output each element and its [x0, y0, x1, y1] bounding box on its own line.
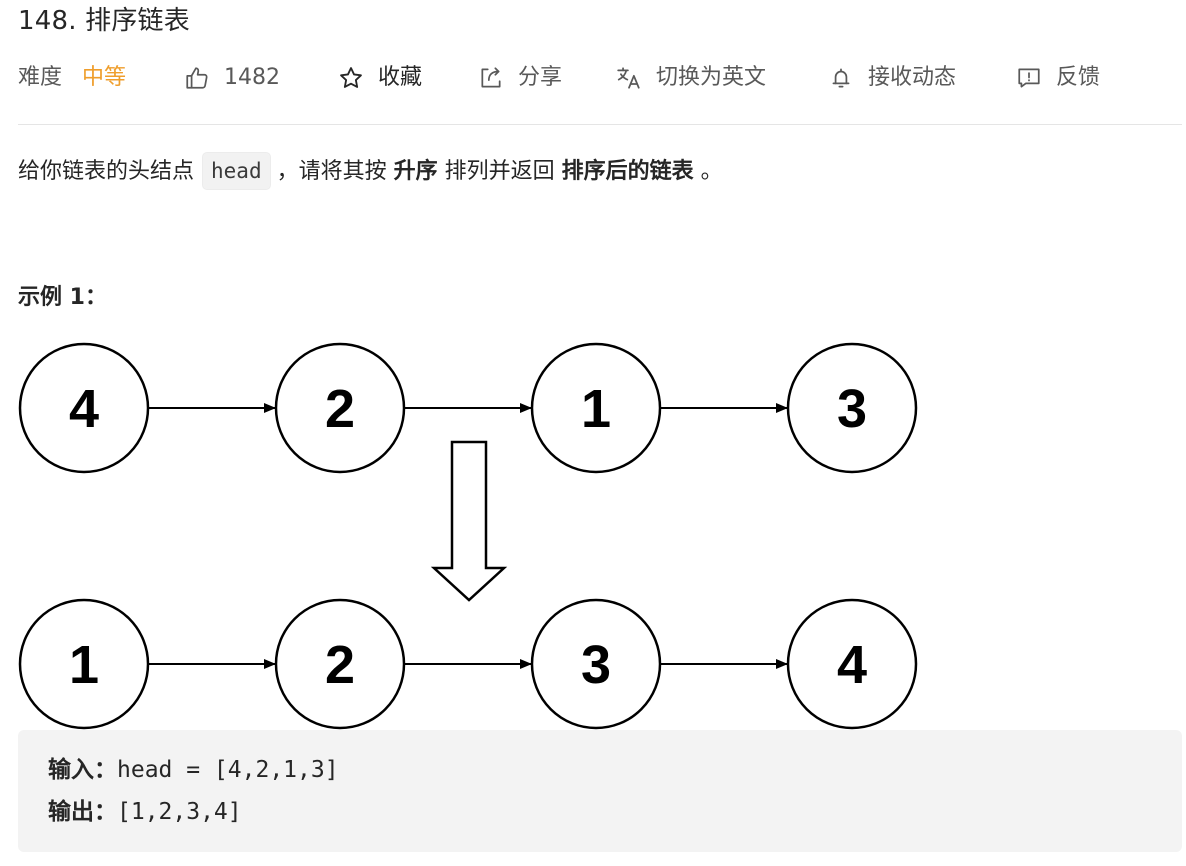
feedback-button[interactable]: 反馈 [1016, 60, 1100, 96]
translate-icon [616, 65, 642, 91]
star-icon [338, 65, 364, 91]
example-title: 示例 1： [18, 285, 107, 310]
description-text: 。 [700, 159, 723, 184]
list-node [18, 342, 150, 474]
thumbs-up-icon [184, 65, 210, 91]
description-text: 给你链表的头结点 [18, 159, 195, 184]
problem-meta-bar: 难度 中等 1482 收藏 [18, 60, 1178, 96]
share-label: 分享 [518, 65, 563, 90]
translate-label: 切换为英文 [656, 65, 767, 90]
translate-button[interactable]: 切换为英文 [616, 60, 766, 96]
list-after: 1 2 3 4 [18, 598, 918, 730]
difficulty: 难度 中等 [18, 60, 126, 96]
description-text: ，请将其按 [276, 159, 387, 184]
favorite-label: 收藏 [378, 65, 423, 90]
inline-code: head [202, 152, 271, 190]
feedback-icon [1016, 65, 1042, 91]
bell-icon [828, 65, 854, 91]
like-button[interactable]: 1482 [184, 60, 280, 96]
divider [18, 124, 1182, 125]
node-value: 2 [325, 635, 355, 695]
input-value: head = [4,2,1,3] [117, 757, 339, 783]
node-value: 2 [325, 379, 355, 439]
list-node [786, 342, 918, 474]
problem-title: 148. 排序链表 [18, 6, 190, 36]
description-text: 排列并返回 [444, 159, 555, 184]
problem-description: 给你链表的头结点 head，请将其按 升序 排列并返回 排序后的链表 。 [18, 152, 723, 192]
share-button[interactable]: 分享 [478, 60, 562, 96]
feedback-label: 反馈 [1056, 65, 1101, 90]
down-arrow [430, 440, 508, 602]
bold-text: 升序 [393, 159, 438, 184]
like-count: 1482 [224, 65, 280, 90]
node-value: 1 [69, 635, 99, 695]
list-node [18, 598, 150, 730]
subscribe-label: 接收动态 [868, 65, 957, 90]
difficulty-value: 中等 [82, 65, 127, 90]
input-label: 输入： [48, 757, 117, 783]
node-value: 3 [581, 635, 611, 695]
example-output: 输出：[1,2,3,4] [48, 794, 242, 830]
node-value: 4 [837, 635, 867, 695]
list-node [530, 342, 662, 474]
example-input: 输入：head = [4,2,1,3] [48, 752, 339, 788]
share-icon [478, 65, 504, 91]
difficulty-label: 难度 [18, 65, 63, 90]
node-value: 4 [69, 379, 99, 439]
list-node [786, 598, 918, 730]
node-value: 3 [837, 379, 867, 439]
list-node [274, 598, 406, 730]
linked-list-diagram: 4 2 1 3 1 2 3 4 [18, 342, 918, 730]
node-value: 1 [581, 379, 611, 439]
bold-text: 排序后的链表 [561, 159, 694, 184]
list-before: 4 2 1 3 [18, 342, 918, 474]
output-label: 输出： [48, 799, 117, 825]
list-node [530, 598, 662, 730]
list-node [274, 342, 406, 474]
favorite-button[interactable]: 收藏 [338, 60, 422, 96]
subscribe-button[interactable]: 接收动态 [828, 60, 956, 96]
output-value: [1,2,3,4] [117, 799, 242, 825]
example-io-block: 输入：head = [4,2,1,3] 输出：[1,2,3,4] [18, 730, 1182, 852]
